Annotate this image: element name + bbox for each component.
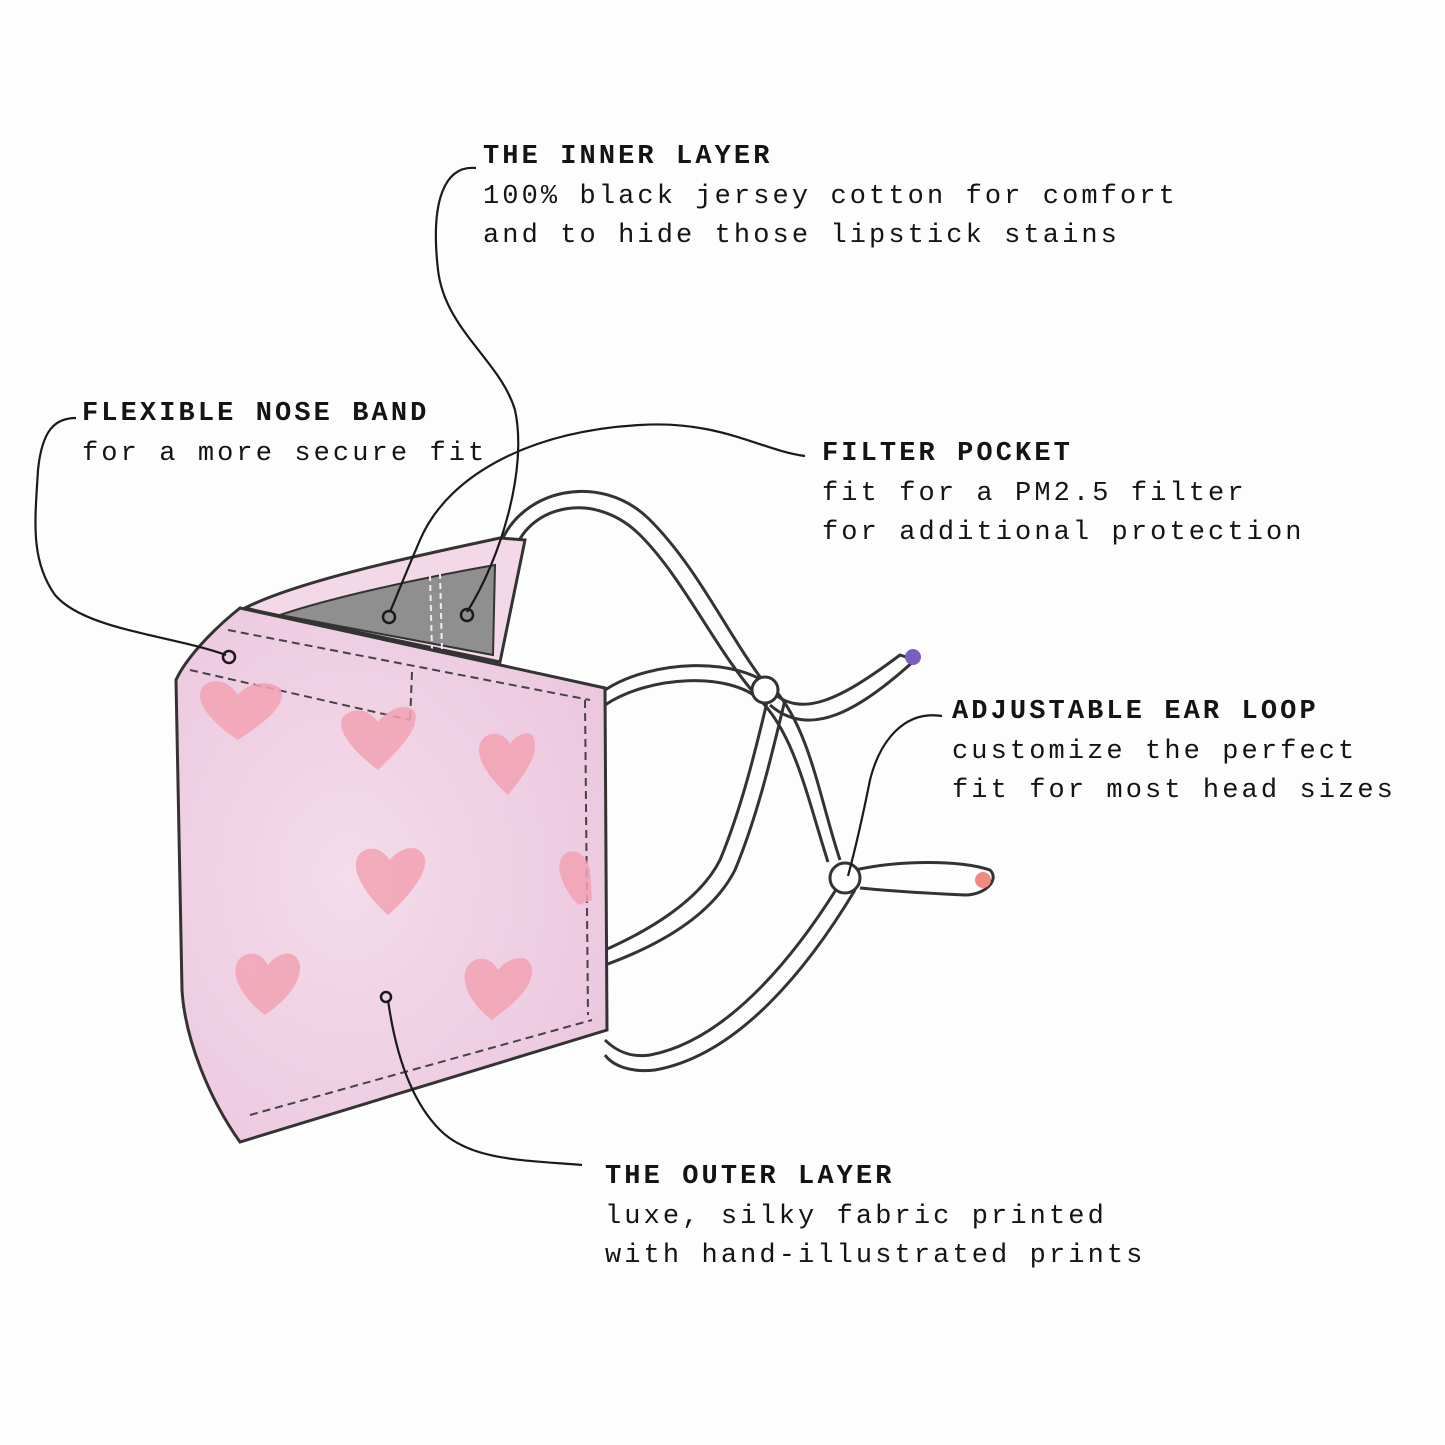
callout-text: fit for a PM2.5 filter <box>822 478 1247 509</box>
leader-lines <box>34 166 943 1167</box>
anchor-points <box>221 607 475 1004</box>
callout-title: FLEXIBLE NOSE BAND <box>82 399 430 429</box>
callout-title: FILTER POCKET <box>822 439 1073 469</box>
callout-title: ADJUSTABLE EAR LOOP <box>952 697 1319 727</box>
callout-text: with hand-illustrated prints <box>605 1241 1146 1271</box>
callout-text: luxe, silky fabric printed <box>605 1201 1107 1232</box>
callout-text: and to hide those lipstick stains <box>483 221 1120 251</box>
filter-pocket-seam <box>429 572 443 653</box>
callout-inner-layer: THE INNER LAYER 100% black jersey cotton… <box>483 138 1178 257</box>
ear-loop-adjuster-upper <box>750 675 780 705</box>
toggle-purple <box>905 649 921 665</box>
ear-loop-adjuster <box>828 861 862 895</box>
callout-nose-band: FLEXIBLE NOSE BAND for a more secure fit <box>82 395 487 474</box>
callout-filter-pocket: FILTER POCKET fit for a PM2.5 filter for… <box>822 435 1305 554</box>
callout-text: for additional protection <box>822 518 1305 548</box>
callout-title: THE INNER LAYER <box>483 142 773 172</box>
callout-title: THE OUTER LAYER <box>605 1162 895 1192</box>
callout-outer-layer: THE OUTER LAYER luxe, silky fabric print… <box>605 1158 1145 1277</box>
callout-text: customize the perfect <box>952 736 1358 767</box>
callout-text: 100% black jersey cotton for comfort <box>483 181 1178 212</box>
heart-print <box>199 681 592 1020</box>
ear-loop-lower <box>603 664 995 1073</box>
callout-text: fit for most head sizes <box>952 776 1396 806</box>
stitching <box>189 629 593 1116</box>
callout-text: for a more secure fit <box>82 438 488 469</box>
callout-ear-loop: ADJUSTABLE EAR LOOP customize the perfec… <box>952 693 1396 812</box>
toggle-coral <box>975 872 991 888</box>
